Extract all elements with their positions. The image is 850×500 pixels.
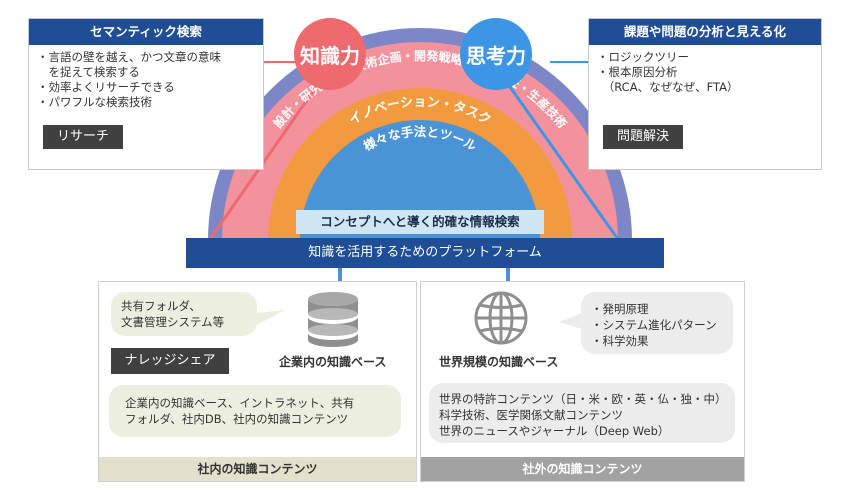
problem-analysis-bullets: ・ロジックツリー ・根本原因分析 （RCA、なぜなぜ、FTA） [597, 50, 738, 95]
bubble-tail [247, 310, 285, 328]
bullet-item: ・効率よくリサーチできる [37, 80, 175, 94]
internal-db-caption: 企業内の知識ベース [279, 355, 387, 369]
bullet-item: ・言語の壁を越え、かつ文章の意味 [37, 50, 221, 64]
globe-icon [474, 291, 528, 345]
bubble-line: 共有フォルダ、 [121, 299, 201, 313]
problem-solving-label: 問題解決 [603, 125, 683, 149]
internal-knowledge-section: 共有フォルダ、 文書管理システム等 企業内の知識ベース ナレッジシェア 企業内の… [98, 281, 417, 482]
research-label: リサーチ [43, 125, 123, 149]
problem-analysis-title: 課題や問題の分析と見える化 [589, 19, 821, 45]
database-icon [308, 292, 358, 347]
external-methods-bubble: ・発明原理 ・システム進化パターン ・科学効果 [581, 292, 733, 354]
internal-contents-bubble: 企業内の知識ベース、イントラネット、共有 フォルダ、社内DB、社内の知識コンテン… [109, 385, 401, 437]
semantic-search-title: セマンティック検索 [29, 19, 263, 45]
bubble-tail [559, 312, 585, 330]
bullet-item: ・根本原因分析 [597, 65, 678, 79]
internal-connector [338, 268, 342, 290]
bullet-item: ・パワフルな検索技術 [37, 95, 152, 109]
knowledge-platform-bar: 知識を活用するためのプラットフォーム [186, 238, 664, 268]
internal-tools-bubble: 共有フォルダ、 文書管理システム等 [111, 292, 257, 336]
knowledge-share-label: ナレッジシェア [111, 348, 229, 374]
contents-line: 世界のニュースやジャーナル（Deep Web） [439, 424, 670, 438]
concept-search-box: コンセプトへと導く的確な情報検索 [296, 210, 544, 234]
knowledge-connector [204, 69, 330, 246]
problem-analysis-panel: 課題や問題の分析と見える化 ・ロジックツリー ・根本原因分析 （RCA、なぜなぜ… [588, 18, 822, 170]
contents-line: 科学技術、医学関係文献コンテンツ [439, 408, 623, 422]
contents-line: 企業内の知識ベース、イントラネット、共有 [125, 396, 355, 410]
contents-line: 世界の特許コンテンツ（日・米・欧・英・仏・独・中） [439, 392, 727, 406]
semantic-search-bullets: ・言語の壁を越え、かつ文章の意味 を捉えて検索する ・効率よくリサーチできる ・… [37, 50, 221, 110]
external-connector [506, 268, 510, 290]
bubble-line: 文書管理システム等 [121, 315, 225, 329]
bubble-line: ・発明原理 [591, 302, 649, 316]
external-knowledge-section: 世界規模の知識ベース ・発明原理 ・システム進化パターン ・科学効果 世界の特許… [420, 281, 745, 482]
external-contents-bubble: 世界の特許コンテンツ（日・米・欧・英・仏・独・中） 科学技術、医学関係文献コンテ… [429, 383, 735, 443]
bullet-item: （RCA、なぜなぜ、FTA） [597, 80, 739, 94]
thinking-connector [496, 69, 624, 246]
bubble-line: ・科学効果 [591, 334, 649, 348]
knowledge-power-circle: 知識力 [294, 18, 366, 90]
bullet-item: を捉えて検索する [37, 65, 140, 79]
contents-line: フォルダ、社内DB、社内の知識コンテンツ [125, 412, 349, 426]
external-footer: 社外の知識コンテンツ [421, 457, 744, 481]
bullet-item: ・ロジックツリー [597, 50, 689, 64]
external-db-caption: 世界規模の知識ベース [439, 355, 559, 369]
bubble-line: ・システム進化パターン [591, 318, 717, 332]
semantic-search-panel: セマンティック検索 ・言語の壁を越え、かつ文章の意味 を捉えて検索する ・効率よ… [28, 18, 264, 170]
internal-footer: 社内の知識コンテンツ [99, 457, 416, 481]
thinking-power-circle: 思考力 [460, 18, 532, 90]
